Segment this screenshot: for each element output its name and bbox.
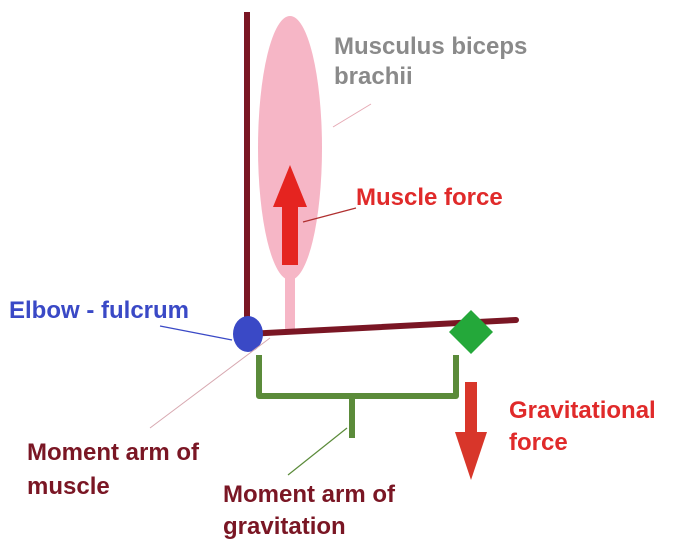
gravitational-force-label-line1: Gravitational: [509, 397, 656, 424]
gravitational-force-arrow: [455, 382, 487, 480]
leader-moment-arm-gravitation: [288, 428, 347, 475]
leader-elbow: [160, 326, 232, 340]
biceps-tendon: [285, 270, 295, 332]
elbow-fulcrum-label: Elbow - fulcrum: [9, 297, 189, 324]
moment-arm-muscle-label-line2: muscle: [27, 473, 110, 500]
muscle-name-label-line2: brachii: [334, 63, 413, 90]
leader-muscle-name: [333, 104, 371, 127]
moment-arm-brace: [259, 355, 456, 438]
moment-arm-muscle-label-line1: Moment arm of: [27, 439, 200, 466]
leader-moment-arm-muscle: [150, 338, 270, 428]
moment-arm-gravitation-label-line2: gravitation: [223, 513, 346, 540]
moment-arm-gravitation-label-line1: Moment arm of: [223, 481, 396, 508]
muscle-force-label: Muscle force: [356, 184, 503, 211]
weight-marker: [449, 310, 493, 354]
muscle-name-label-line1: Musculus biceps: [334, 33, 527, 60]
gravitational-force-label-line2: force: [509, 429, 568, 456]
